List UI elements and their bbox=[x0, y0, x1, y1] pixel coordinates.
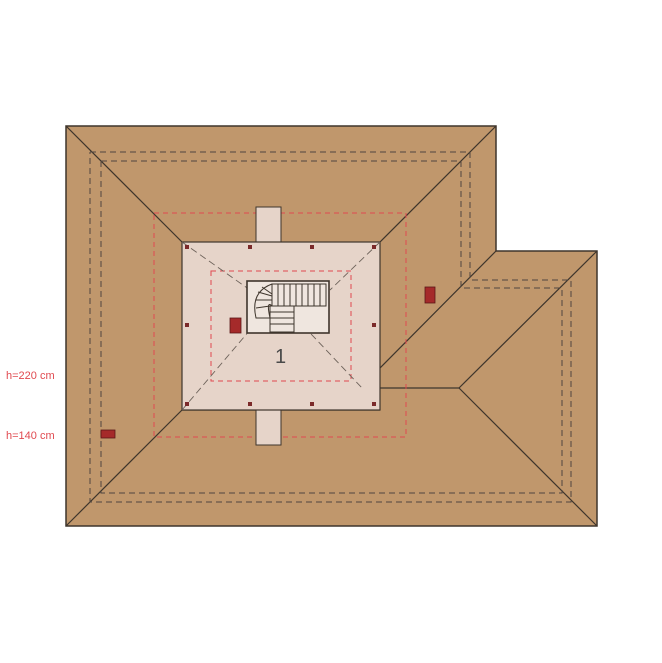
dormer-top bbox=[255, 206, 282, 244]
height-label-220: h=220 cm bbox=[6, 370, 55, 382]
post bbox=[310, 402, 314, 406]
chimney-icon bbox=[100, 429, 116, 439]
post bbox=[185, 245, 189, 249]
dormer-bottom bbox=[255, 408, 282, 446]
height-lines-room bbox=[210, 270, 352, 382]
post bbox=[185, 323, 189, 327]
post bbox=[310, 245, 314, 249]
chimney-icon bbox=[229, 317, 242, 334]
post bbox=[372, 323, 376, 327]
staircase-icon bbox=[246, 280, 330, 334]
post bbox=[372, 245, 376, 249]
post bbox=[248, 245, 252, 249]
height-label-140: h=140 cm bbox=[6, 430, 55, 442]
post bbox=[185, 402, 189, 406]
wall-dashed-lines bbox=[89, 151, 572, 503]
chimney-icon bbox=[424, 286, 436, 304]
posts bbox=[185, 245, 376, 406]
post bbox=[248, 402, 252, 406]
post bbox=[372, 402, 376, 406]
room-number: 1 bbox=[275, 346, 287, 368]
